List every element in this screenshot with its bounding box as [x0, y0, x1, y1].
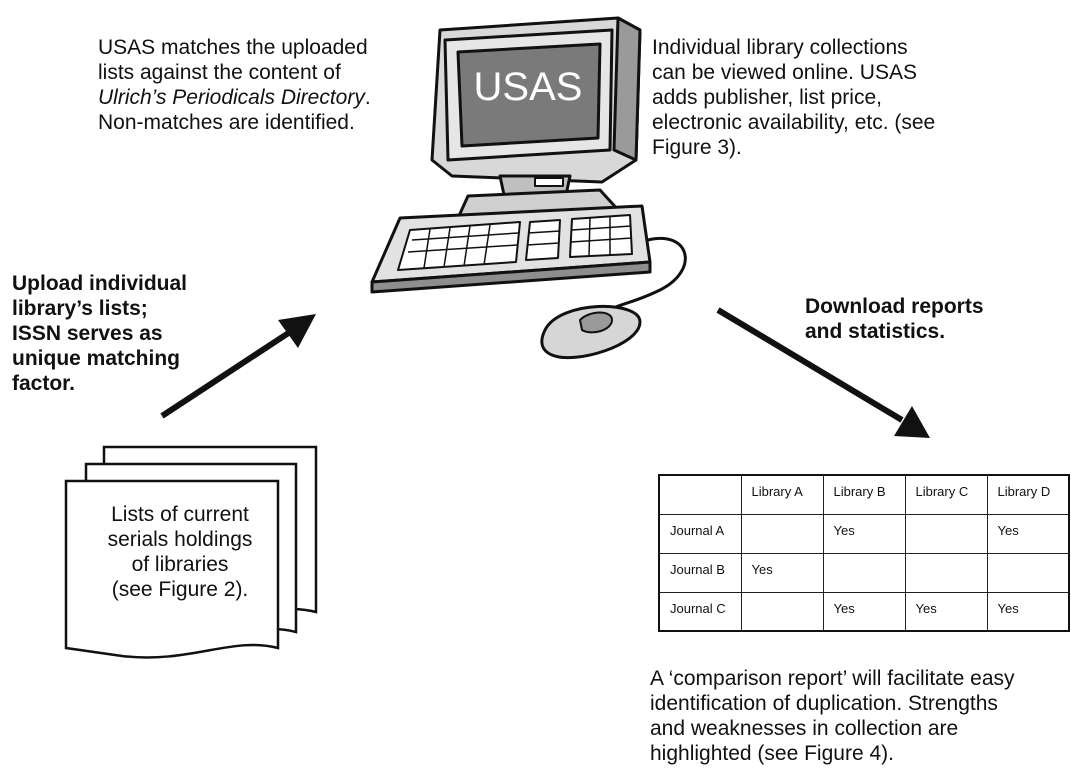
online-view-description: Individual library collections can be vi… [652, 36, 936, 159]
table-cell: Yes [822, 513, 906, 554]
table-header-library-a: Library A [740, 474, 824, 515]
matching-line-2: lists against the content of [98, 61, 341, 84]
table-row: Journal A Yes Yes [658, 513, 1070, 554]
table-cell: Journal B [658, 552, 742, 593]
table-cell [740, 513, 824, 554]
comparison-report-description: A ‘comparison report’ will facilitate ea… [650, 667, 1015, 765]
matching-line-4: Non-matches are identified. [98, 111, 355, 134]
table-header-library-d: Library D [986, 474, 1070, 515]
table-cell [740, 591, 824, 632]
matching-description: USAS matches the uploaded lists against … [98, 35, 428, 135]
table-row: Journal C Yes Yes Yes [658, 591, 1070, 632]
table-cell [822, 552, 906, 593]
directory-title: Ulrich’s Periodicals Directory [98, 86, 365, 109]
table-row: Journal B Yes [658, 552, 1070, 593]
document-stack-icon [64, 445, 318, 659]
documents-label: Lists of current serials holdings of lib… [107, 503, 253, 601]
upload-label: Upload individual library’s lists; ISSN … [12, 272, 188, 395]
table-cell: Yes [986, 591, 1070, 632]
upload-arrow [160, 314, 316, 419]
download-arrow [716, 307, 930, 438]
table-cell [986, 552, 1070, 593]
table-cell: Yes [986, 513, 1070, 554]
comparison-report-table: Library A Library B Library C Library D … [658, 474, 1070, 632]
table-cell: Journal A [658, 513, 742, 554]
matching-line-3: Ulrich’s Periodicals Directory. [98, 86, 371, 109]
table-cell [904, 552, 988, 593]
table-cell: Yes [740, 552, 824, 593]
table-cell: Yes [822, 591, 906, 632]
download-label: Download reports and statistics. [805, 295, 984, 343]
monitor-label: USAS [474, 65, 583, 109]
table-header-library-c: Library C [904, 474, 988, 515]
matching-line-1: USAS matches the uploaded [98, 36, 368, 59]
computer-illustration [370, 16, 687, 360]
table-cell: Journal C [658, 591, 742, 632]
table-header-library-b: Library B [822, 474, 906, 515]
table-header-row: Library A Library B Library C Library D [658, 474, 1070, 515]
table-cell [658, 474, 742, 515]
table-cell [904, 513, 988, 554]
table-cell: Yes [904, 591, 988, 632]
